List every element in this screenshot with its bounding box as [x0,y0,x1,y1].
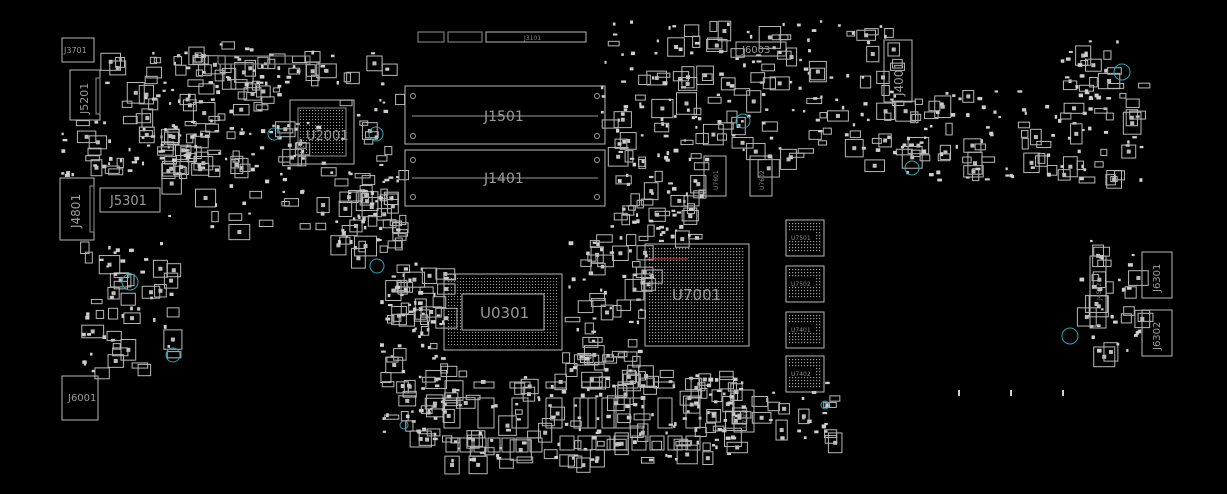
svg-text:U7501: U7501 [791,235,811,242]
connector-j3701[interactable]: J3701 [61,37,95,63]
svg-text:U0301: U0301 [480,304,529,322]
connector-j3101[interactable]: J3101 [217,31,587,65]
gpu-u7001[interactable]: U7001 [644,243,750,347]
memory-slot-j1401[interactable]: J1401 [404,149,606,207]
connector-j6302[interactable]: J6302 [1141,309,1173,357]
svg-text:J1401: J1401 [483,171,524,187]
connector-j6001[interactable]: J6001 [61,375,99,421]
chip-u2001[interactable]: U2001 [289,99,355,165]
chip-u7301[interactable]: U7301 [733,389,755,433]
svg-text:J6001: J6001 [67,393,96,404]
memory-slot-j1501[interactable]: J1501 [404,85,606,145]
svg-text:U7602: U7602 [759,170,766,190]
vram-u7401[interactable]: U7401 [785,311,825,349]
svg-text:U7301: U7301 [742,408,749,428]
svg-text:U7601: U7601 [713,170,720,190]
connector-j5301[interactable]: J5301 [99,187,161,213]
vram-u7501[interactable]: U7501 [785,219,825,257]
svg-text:J3701: J3701 [63,46,87,55]
vram-u7502[interactable]: U7502 [785,265,825,303]
svg-text:U2001: U2001 [306,129,349,144]
svg-text:J4001: J4001 [892,62,906,97]
chip-u7602[interactable]: U7602 [749,155,773,197]
svg-text:U7402: U7402 [791,371,811,378]
connector-j6003[interactable]: J6003 [735,41,787,57]
svg-text:U7502: U7502 [791,281,811,288]
svg-text:J6301: J6301 [1152,264,1163,293]
svg-text:J6302: J6302 [1152,322,1163,351]
svg-text:J3101: J3101 [523,35,541,42]
svg-text:J4801: J4801 [69,194,83,229]
svg-text:J5301: J5301 [109,194,147,209]
connector-j4502[interactable]: J4502 [1089,255,1107,329]
mounting-holes [121,63,1131,430]
svg-text:J6003: J6003 [741,45,770,56]
svg-text:J5201: J5201 [78,83,91,115]
connector-j4801[interactable]: J4801 [59,177,95,241]
svg-text:J4502: J4502 [1096,283,1103,301]
vram-u7402[interactable]: U7402 [785,355,825,393]
cpu-u0301[interactable]: U0301 [443,273,563,351]
connector-j6301[interactable]: J6301 [1141,251,1173,299]
connector-j5201[interactable]: J5201 [69,69,101,121]
chip-u7601[interactable]: U7601 [703,155,727,197]
connector-j4001[interactable]: J4001 [883,39,913,103]
svg-text:J1501: J1501 [483,109,524,125]
svg-text:U7401: U7401 [791,327,811,334]
svg-text:U7001: U7001 [672,286,721,304]
